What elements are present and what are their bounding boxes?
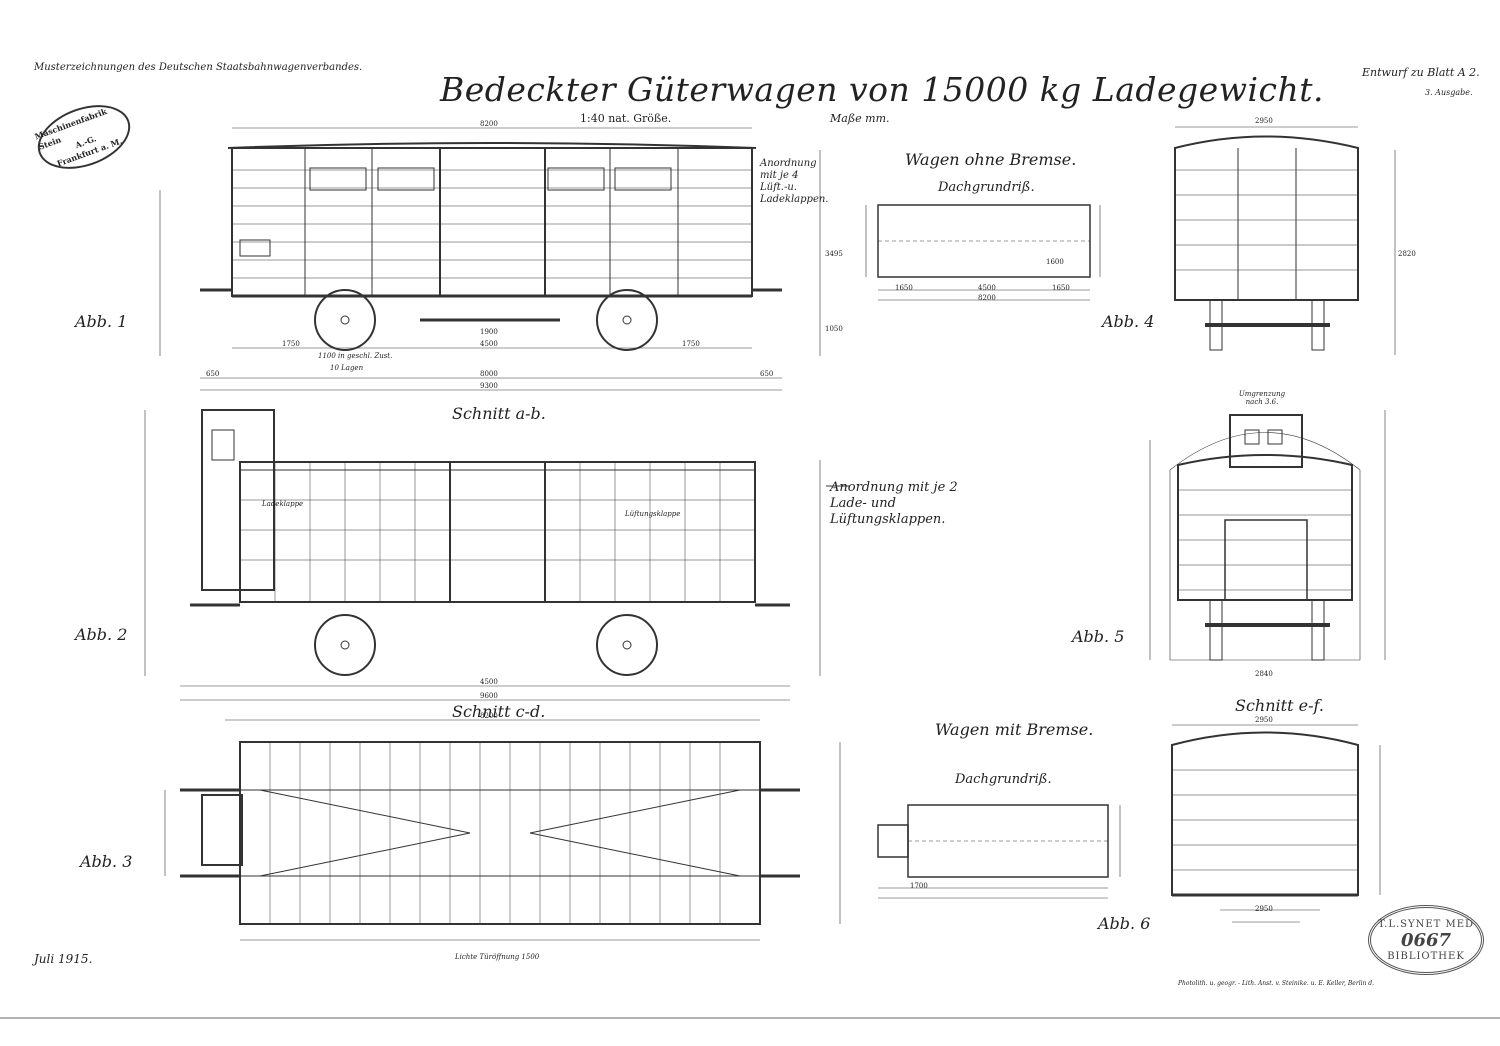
- clearance-note: Umgrenzung nach 3.6.: [1238, 390, 1286, 406]
- section-ef-title: Schnitt e-f.: [1235, 696, 1324, 715]
- dim-label: 4500: [978, 284, 996, 292]
- dim-label: 9300: [480, 382, 498, 390]
- dim-label: 8200: [480, 120, 498, 128]
- dim-label: 3495: [825, 250, 843, 258]
- arrangement-note-top: Anordnung mit je 4 Lüft.-u. Ladeklappen.: [760, 158, 829, 205]
- section-cd-title: Schnitt c-d.: [452, 702, 546, 721]
- dim-label: 1050: [825, 325, 843, 333]
- dim-label: 1700: [910, 882, 928, 890]
- library-seal: T.L.SYNET MED 0667 BIBLIOTHEK: [1368, 905, 1484, 975]
- abb6-section-view: [1171, 724, 1381, 923]
- drawing-date: Juli 1915.: [34, 952, 93, 966]
- sheet-number: Entwurf zu Blatt A 2.: [1362, 66, 1480, 79]
- roof-plan-2: [877, 804, 1121, 899]
- dim-label: 1650: [1052, 284, 1070, 292]
- abb1-label: Abb. 1: [75, 312, 128, 331]
- dim-label: 8200: [978, 294, 996, 302]
- dim-label: 8000: [480, 370, 498, 378]
- printer-credit: Photolith. u. geogr. - Lith. Anst. v. St…: [1178, 980, 1375, 987]
- dim-label: 4500: [480, 340, 498, 348]
- dim-label: 1900: [480, 328, 498, 336]
- abb1-side-view: [159, 127, 821, 391]
- vent-flap-label: Lüftungsklappe: [625, 510, 681, 518]
- abb3-plan-view: [164, 719, 841, 941]
- abb6-label: Abb. 6: [1098, 914, 1151, 933]
- drawing-title: Bedeckter Güterwagen von 15000 kg Ladege…: [440, 70, 1324, 109]
- dim-label: 2950: [1255, 905, 1273, 913]
- section-ab-title: Schnitt a-b.: [452, 404, 546, 423]
- roof-plan-2-title: Dachgrundriß.: [955, 772, 1052, 787]
- series-note: Musterzeichnungen des Deutschen Staatsba…: [34, 62, 363, 73]
- loading-flap-label: Ladeklappe: [262, 500, 304, 508]
- arrangement-note-mid: Anordnung mit je 2 Lade- und Lüftungskla…: [830, 480, 958, 527]
- dim-label: 1750: [682, 340, 700, 348]
- dim-label: 1600: [1046, 258, 1064, 266]
- dim-label: 1100 in geschl. Zust.: [318, 352, 393, 360]
- abb4-end-view: [1174, 126, 1396, 355]
- wagon-with-brake-title: Wagen mit Bremse.: [935, 720, 1094, 739]
- dim-label: 10 Lagen: [330, 364, 364, 372]
- edition-note: 3. Ausgabe.: [1425, 88, 1473, 97]
- dim-label: 8200: [480, 712, 498, 720]
- abb3-label: Abb. 3: [80, 852, 133, 871]
- dim-label: 4500: [480, 678, 498, 686]
- abb2-label: Abb. 2: [75, 625, 128, 644]
- door-opening-label: Lichte Türöffnung 1500: [455, 953, 540, 961]
- wagon-without-brake-title: Wagen ohne Bremse.: [905, 150, 1077, 169]
- dim-label: 2950: [1255, 716, 1273, 724]
- seal-line-1: T.L.SYNET MED: [1377, 918, 1475, 930]
- dim-label: 9600: [480, 692, 498, 700]
- scale-note: 1:40 nat. Größe.: [580, 112, 672, 125]
- dim-label: 1750: [282, 340, 300, 348]
- dim-label: 650: [760, 370, 774, 378]
- dim-label: 2950: [1255, 117, 1273, 125]
- abb5-label: Abb. 5: [1072, 627, 1125, 646]
- abb2-section-view: [144, 409, 850, 701]
- dim-label: 2820: [1398, 250, 1416, 258]
- abb5-end-view: [1149, 410, 1386, 661]
- abb4-label: Abb. 4: [1102, 312, 1155, 331]
- units-note: Maße mm.: [830, 112, 890, 125]
- dim-label: 1650: [895, 284, 913, 292]
- dim-label: 650: [206, 370, 220, 378]
- seal-line-2: BIBLIOTHEK: [1387, 950, 1465, 962]
- roof-plan-1: [865, 204, 1101, 301]
- dim-label: 2840: [1255, 670, 1273, 678]
- seal-number: 0667: [1400, 929, 1452, 951]
- roof-plan-1-title: Dachgrundriß.: [938, 180, 1035, 195]
